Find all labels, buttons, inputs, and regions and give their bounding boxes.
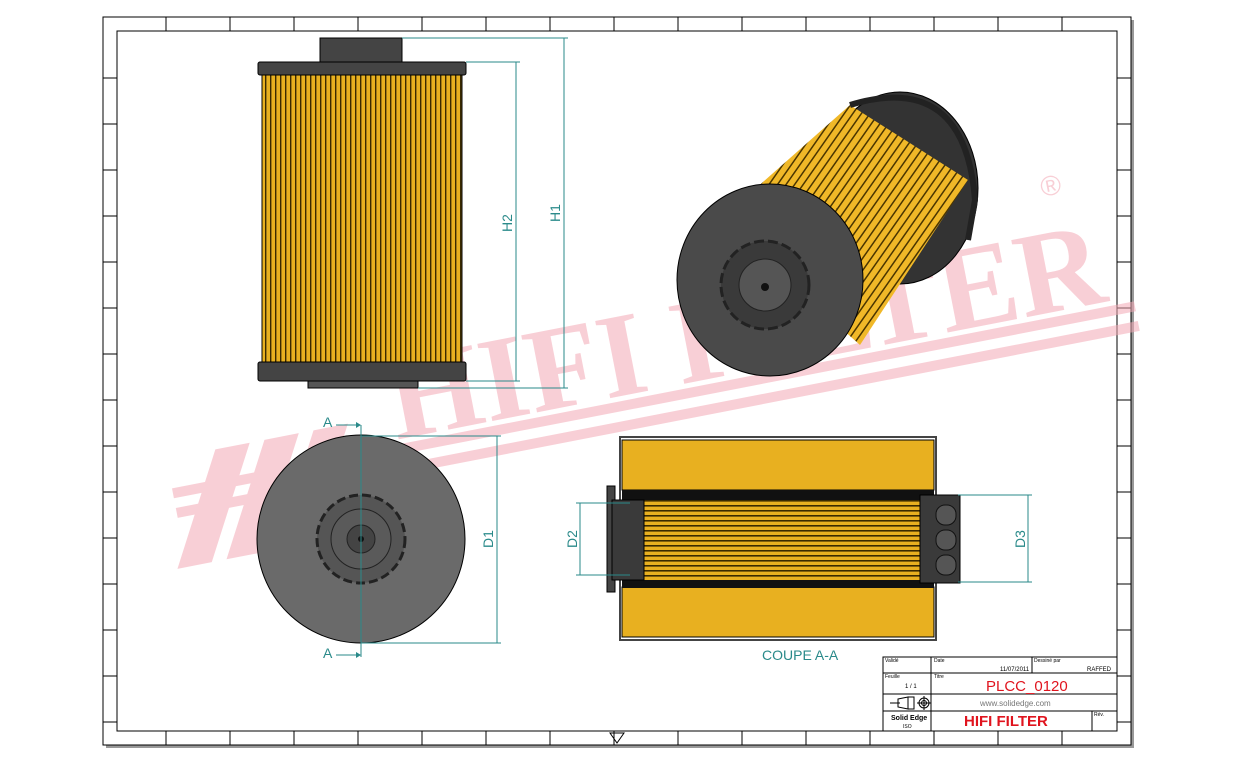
revision-label: Rév.	[1094, 712, 1104, 718]
d3-label: D3	[1012, 530, 1028, 548]
isometric-view	[676, 91, 979, 377]
date-value: 11/07/2011	[1000, 667, 1030, 673]
part-number: PLCC_0120	[986, 678, 1068, 695]
sheet-value: 1 / 1	[905, 684, 917, 690]
company-name: HIFI FILTER	[964, 713, 1048, 730]
h1-label: H1	[547, 204, 563, 222]
section-marker-bottom: A	[323, 645, 333, 661]
dimension-d3: D3	[958, 494, 1032, 583]
drawn-by-value: RAFFED	[1087, 667, 1112, 673]
dimension-d1: D1	[361, 435, 501, 644]
title-label: Titre	[934, 674, 944, 680]
sheet-label: Feuille	[885, 674, 900, 680]
standard: ISO	[903, 724, 912, 730]
dimension-h2: H2	[466, 61, 520, 382]
validated-label: Validé	[885, 658, 899, 664]
dimension-d2: D2	[564, 502, 630, 576]
h2-label: H2	[499, 214, 515, 232]
section-marker-top: A	[323, 414, 333, 430]
projection-method-icon	[890, 696, 931, 710]
d1-label: D1	[480, 530, 496, 548]
projection-symbol-icon	[609, 732, 625, 744]
front-view	[257, 37, 467, 389]
d2-label: D2	[564, 530, 580, 548]
website: www.solidedge.com	[979, 699, 1051, 708]
section-view: COUPE A-A	[606, 436, 961, 663]
drawn-by-label: Dessiné par	[1034, 658, 1061, 664]
dimension-h1: H1	[402, 37, 568, 389]
bottom-view: A A	[256, 414, 466, 661]
section-label: COUPE A-A	[762, 647, 839, 663]
title-block: Validé Date 11/07/2011 Dessiné par RAFFE…	[882, 656, 1118, 732]
software-name: Solid Edge	[891, 715, 927, 722]
date-label: Date	[934, 658, 945, 664]
